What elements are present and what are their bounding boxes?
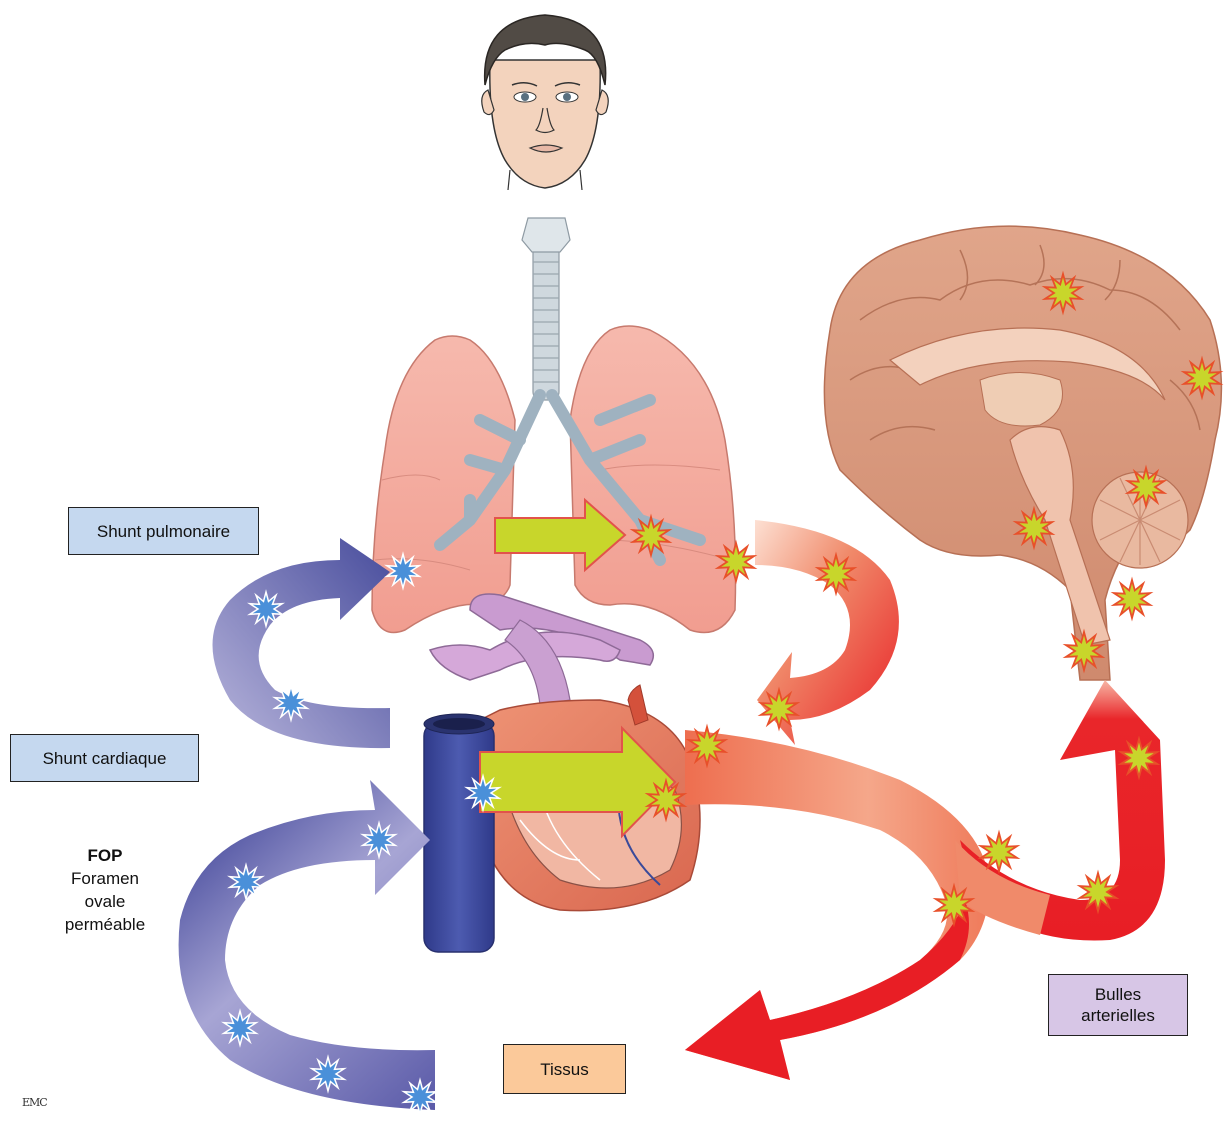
label-tissus: Tissus (503, 1044, 626, 1094)
label-tissus-text: Tissus (540, 1059, 589, 1080)
label-shunt-pulmonaire: Shunt pulmonaire (68, 507, 259, 555)
label-bulles-line-2: arterielles (1081, 1005, 1155, 1026)
lungs-illustration (372, 218, 736, 633)
venous-arrow-lower (179, 780, 435, 1110)
emc-logo: EMC (22, 1096, 47, 1109)
face-illustration (482, 15, 609, 190)
label-shunt-cardiaque-text: Shunt cardiaque (43, 748, 167, 769)
label-shunt-pulmonaire-text: Shunt pulmonaire (97, 521, 230, 542)
fop-line-3: perméable (40, 913, 170, 936)
fop-title: FOP (40, 844, 170, 867)
arterial-arrow-to-brain (955, 680, 1165, 941)
fop-line-1: Foramen (40, 867, 170, 890)
label-shunt-cardiaque: Shunt cardiaque (10, 734, 199, 782)
fop-line-2: ovale (40, 890, 170, 913)
fop-caption: FOP Foramen ovale perméable (40, 844, 170, 936)
label-bulles-line-1: Bulles (1095, 984, 1141, 1005)
arterial-bubble-icon (1114, 580, 1150, 618)
label-bulles-arterielles: Bulles arterielles (1048, 974, 1188, 1036)
